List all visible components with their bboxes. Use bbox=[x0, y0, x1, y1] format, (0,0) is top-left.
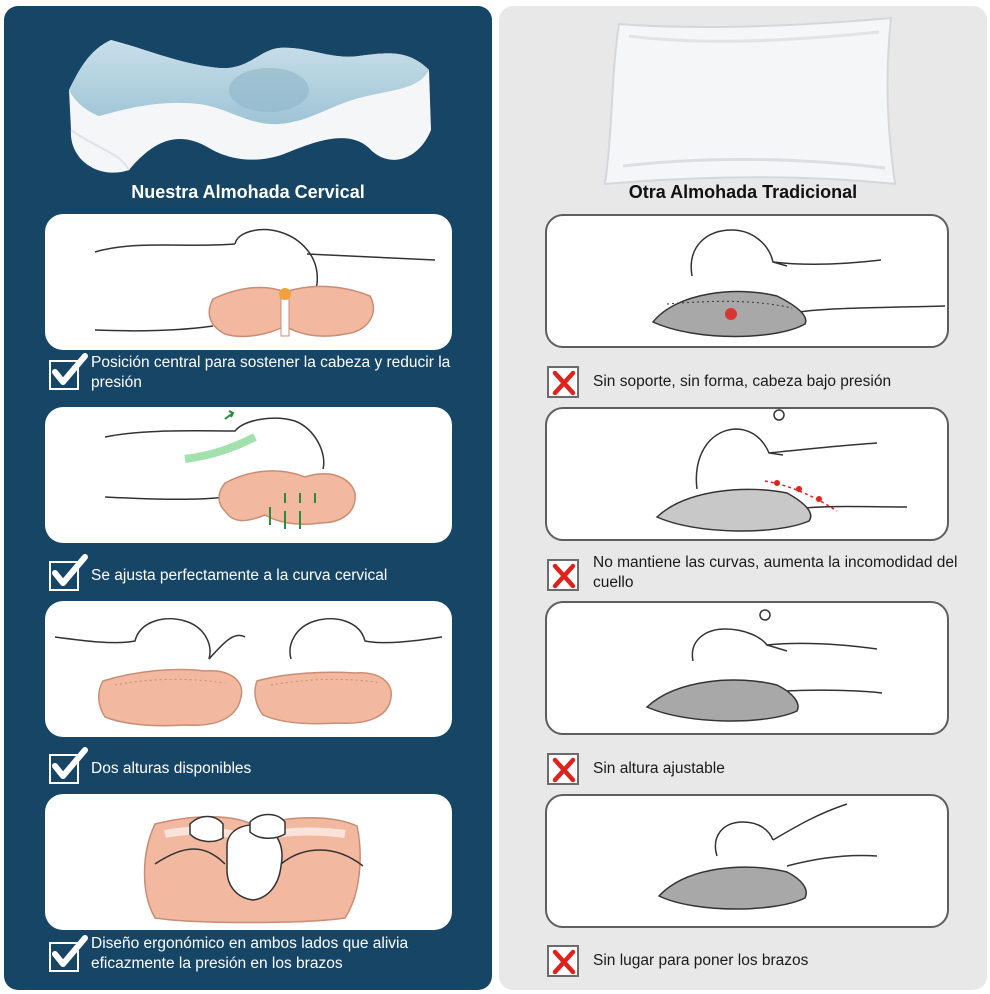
traditional-pillow-title: Otra Almohada Tradicional bbox=[628, 182, 858, 202]
feature-text: Dos alturas disponibles bbox=[91, 760, 252, 777]
cervical-pillow-title: Nuestra Almohada Cervical bbox=[131, 182, 365, 202]
traditional-pillow-panel: Otra Almohada Tradicional Sin soporte, s… bbox=[499, 6, 987, 990]
check-icon bbox=[49, 353, 88, 390]
illustration-no-height bbox=[545, 601, 949, 735]
feature-text: Sin lugar para poner los brazos bbox=[593, 952, 809, 969]
feature-central-support: Posición central para sostener la cabeza… bbox=[49, 353, 469, 396]
check-icon bbox=[49, 747, 88, 784]
illustration-central-support bbox=[45, 214, 452, 350]
illustration-cervical-curve bbox=[45, 407, 452, 543]
feature-two-heights: Dos alturas disponibles bbox=[49, 747, 469, 789]
illustration-no-arm-space bbox=[545, 794, 949, 928]
feature-text: Diseño ergonómico en ambos lados que ali… bbox=[91, 935, 409, 972]
x-icon bbox=[547, 559, 579, 591]
feature-no-curves: No mantiene las curvas, aumenta la incom… bbox=[547, 554, 967, 596]
check-icon bbox=[49, 935, 88, 972]
feature-arm-support: Diseño ergonómico en ambos lados que ali… bbox=[49, 935, 469, 978]
feature-text: Posición central para sostener la cabeza… bbox=[91, 354, 451, 391]
illustration-arm-support bbox=[45, 794, 452, 930]
cervical-pillow-image bbox=[69, 40, 431, 173]
feature-text: Se ajusta perfectamente a la curva cervi… bbox=[91, 567, 388, 584]
x-icon bbox=[547, 753, 579, 785]
check-icon bbox=[49, 554, 88, 591]
illustration-two-heights bbox=[45, 601, 452, 737]
feature-no-support: Sin soporte, sin forma, cabeza bajo pres… bbox=[547, 361, 967, 403]
feature-text: No mantiene las curvas, aumenta la incom… bbox=[593, 554, 958, 591]
illustration-no-curves bbox=[545, 407, 949, 541]
x-icon bbox=[547, 945, 579, 977]
cervical-pillow-panel: Nuestra Almohada Cervical Posición centr… bbox=[4, 6, 492, 990]
feature-no-arm-space: Sin lugar para poner los brazos bbox=[547, 941, 967, 981]
feature-no-height: Sin altura ajustable bbox=[547, 749, 967, 789]
feature-text: Sin altura ajustable bbox=[593, 760, 725, 777]
feature-cervical-curve: Se ajusta perfectamente a la curva cervi… bbox=[49, 554, 469, 596]
x-icon bbox=[547, 366, 579, 398]
feature-text: Sin soporte, sin forma, cabeza bajo pres… bbox=[593, 373, 892, 390]
traditional-pillow-image bbox=[603, 16, 897, 186]
illustration-no-support bbox=[545, 214, 949, 348]
